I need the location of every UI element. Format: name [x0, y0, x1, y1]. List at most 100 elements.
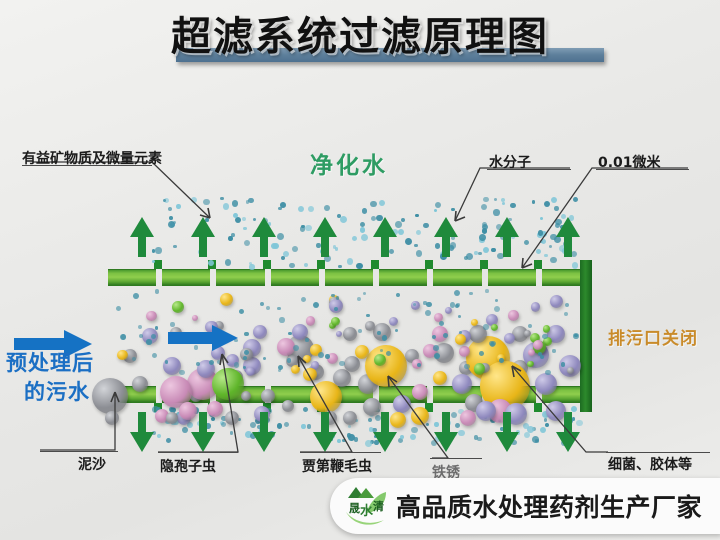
membrane-pore-post: [316, 260, 325, 269]
water-molecule-dot: [334, 247, 338, 251]
water-molecule-dot: [500, 427, 504, 432]
water-molecule-dot: [233, 213, 239, 219]
particle-rust: [496, 353, 506, 363]
water-molecule-dot: [527, 323, 533, 329]
water-molecule-dot: [423, 222, 430, 229]
membrane-segment: [162, 269, 211, 286]
flow-arrow-down: [495, 412, 520, 452]
particle-giardia: [527, 348, 536, 357]
svg-text:清: 清: [373, 499, 384, 513]
particle-cryptosporidium: [445, 307, 453, 315]
water-molecule-dot: [308, 206, 314, 213]
water-molecule-dot: [151, 260, 155, 264]
particle-cryptosporidium: [549, 294, 563, 309]
water-molecule-dot: [335, 296, 340, 301]
water-molecule-dot: [413, 303, 417, 307]
water-molecule-dot: [242, 365, 247, 370]
water-molecule-dot: [234, 217, 241, 224]
water-molecule-dot: [395, 221, 402, 228]
water-molecule-dot: [276, 423, 283, 430]
water-molecule-dot: [300, 296, 307, 302]
flow-arrow-up: [495, 217, 520, 257]
water-molecule-dot: [464, 363, 470, 370]
label-water-molecule: 水分子: [489, 155, 531, 171]
water-molecule-dot: [120, 334, 126, 341]
water-molecule-dot: [386, 351, 392, 357]
water-molecule-dot: [356, 262, 363, 270]
water-molecule-dot: [133, 293, 139, 300]
water-molecule-dot: [560, 362, 566, 368]
filtration-diagram: 有益矿物质及微量元素 净化水 水分子 0.01微米 预处理后 的污水 排污口关闭…: [0, 66, 720, 540]
water-molecule-dot: [478, 251, 482, 256]
water-molecule-dot: [139, 334, 144, 339]
water-molecule-dot: [497, 253, 504, 260]
particle-rust: [471, 319, 478, 326]
membrane-segment: [379, 269, 428, 286]
water-molecule-dot: [277, 307, 281, 311]
water-molecule-dot: [370, 200, 377, 208]
particle-cryptosporidium: [530, 302, 541, 313]
particle-giardia: [277, 338, 295, 356]
water-molecule-dot: [279, 317, 285, 323]
particle-cryptosporidium: [476, 401, 496, 421]
water-molecule-dot: [256, 425, 261, 430]
water-molecule-dot: [167, 220, 175, 228]
membrane-segment: [270, 269, 319, 286]
particle-silt: [512, 326, 528, 342]
water-molecule-dot: [242, 226, 247, 231]
water-molecule-dot: [434, 242, 441, 249]
water-molecule-dot: [151, 406, 159, 413]
water-molecule-dot: [238, 308, 244, 314]
particle-rust: [355, 345, 369, 359]
water-molecule-dot: [244, 332, 249, 337]
label-purified-water: 净化水: [310, 153, 388, 179]
particle-silt: [241, 391, 251, 401]
water-molecule-dot: [244, 349, 250, 355]
water-molecule-dot: [491, 247, 496, 252]
label-rust: 铁锈: [432, 465, 460, 481]
flow-arrow-up: [190, 217, 215, 257]
water-molecule-dot: [426, 301, 432, 308]
label-bacteria-rule: [606, 452, 710, 453]
water-molecule-dot: [439, 321, 445, 327]
water-molecule-dot: [266, 306, 271, 311]
water-molecule-dot: [451, 235, 456, 241]
water-molecule-dot: [481, 222, 487, 228]
water-molecule-dot: [154, 289, 160, 294]
water-molecule-dot: [305, 338, 310, 343]
water-molecule-dot: [292, 345, 299, 352]
particle-algae: [527, 360, 534, 368]
particle-algae: [330, 317, 340, 327]
title-block: 超滤系统过滤原理图: [0, 4, 720, 66]
water-molecule-dot: [415, 214, 419, 218]
water-molecule-dot: [433, 345, 439, 351]
flow-arrow-down: [373, 412, 398, 452]
membrane-pore-post: [262, 260, 271, 269]
water-molecule-dot: [283, 251, 290, 258]
water-molecule-dot: [458, 408, 464, 415]
water-molecule-dot: [454, 423, 461, 429]
water-molecule-dot: [469, 292, 473, 296]
particle-cryptosporidium: [142, 328, 158, 344]
label-silt-rule: [40, 451, 118, 452]
water-molecule-dot: [417, 362, 422, 368]
water-molecule-dot: [375, 415, 382, 422]
water-molecule-dot: [277, 368, 281, 372]
logo-mountain-leaf-icon: 晟 水 清: [346, 487, 386, 525]
water-molecule-dot: [152, 430, 157, 435]
water-molecule-dot: [231, 233, 235, 237]
flow-arrow-down: [556, 412, 580, 452]
water-molecule-dot: [398, 228, 405, 235]
water-molecule-dot: [137, 324, 142, 329]
water-molecule-dot: [154, 326, 159, 331]
water-molecule-dot: [485, 289, 489, 293]
flow-arrow-up: [312, 217, 337, 257]
water-molecule-dot: [170, 322, 175, 327]
flow-arrow-down: [434, 412, 459, 452]
water-molecule-dot: [259, 301, 265, 307]
membrane-pore-post: [154, 260, 163, 269]
particle-silt: [282, 400, 294, 412]
water-molecule-dot: [301, 224, 305, 229]
water-molecule-dot: [333, 245, 337, 249]
label-minerals: 有益矿物质及微量元素: [22, 151, 162, 167]
